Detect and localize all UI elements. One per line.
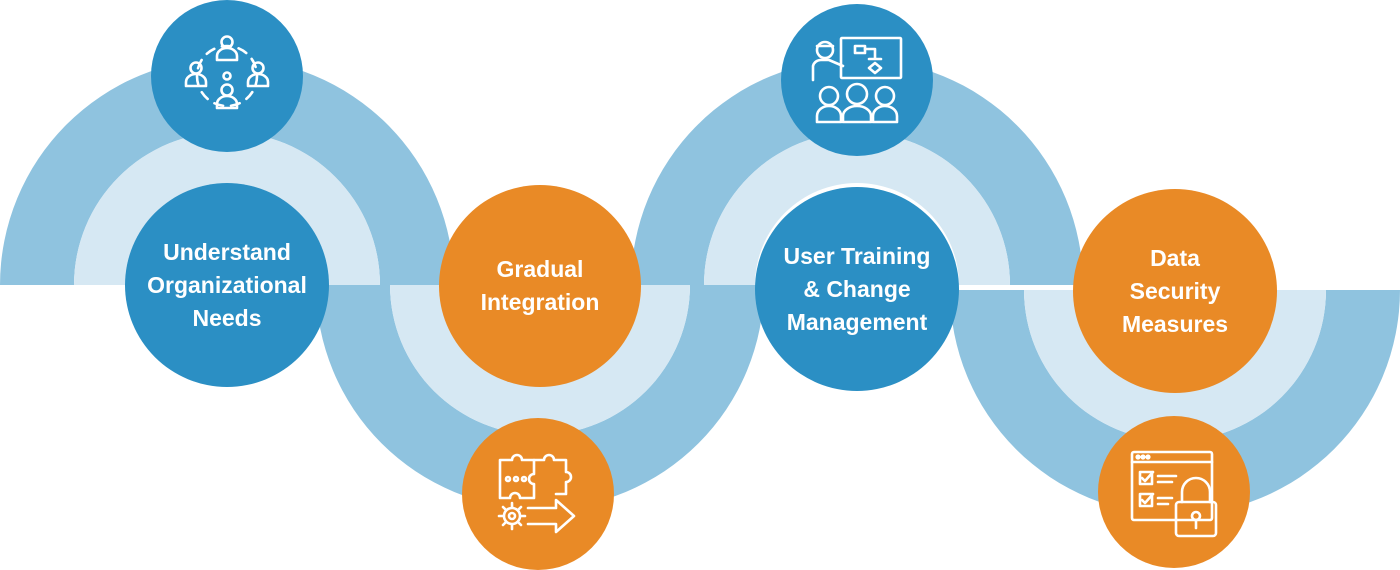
team-collaboration-icon — [184, 35, 270, 110]
band-segment-4 — [950, 290, 1400, 515]
band-inner-1 — [74, 132, 380, 285]
presentation-training-icon — [811, 36, 903, 124]
step-circle-understand-needs: Understand Organizational Needs — [125, 183, 329, 387]
puzzle-gear-arrow-icon — [497, 453, 576, 534]
band-inner-3 — [704, 132, 1010, 285]
step-circle-data-security: Data Security Measures — [1073, 189, 1277, 393]
step-label: User Training & Change Management — [783, 242, 931, 335]
step-circle-gradual-integration: Gradual Integration — [439, 185, 641, 387]
step-circle-user-training: User Training & Change Management — [755, 187, 959, 391]
band-inner-4 — [1024, 290, 1326, 441]
icon-circle-3 — [781, 4, 933, 156]
icon-circle-1 — [151, 0, 303, 152]
icon-circle-2 — [462, 418, 614, 570]
step-label: Understand Organizational Needs — [147, 238, 307, 331]
step-label: Data Security Measures — [1121, 244, 1229, 337]
step-label: Gradual Integration — [480, 256, 600, 315]
band-segment-1 — [0, 58, 454, 286]
secure-checklist-lock-icon — [1130, 450, 1218, 538]
icon-circle-4 — [1098, 416, 1250, 568]
band-segment-2 — [316, 285, 764, 509]
band-inner-2 — [390, 285, 690, 435]
band-segment-3 — [631, 59, 1083, 285]
